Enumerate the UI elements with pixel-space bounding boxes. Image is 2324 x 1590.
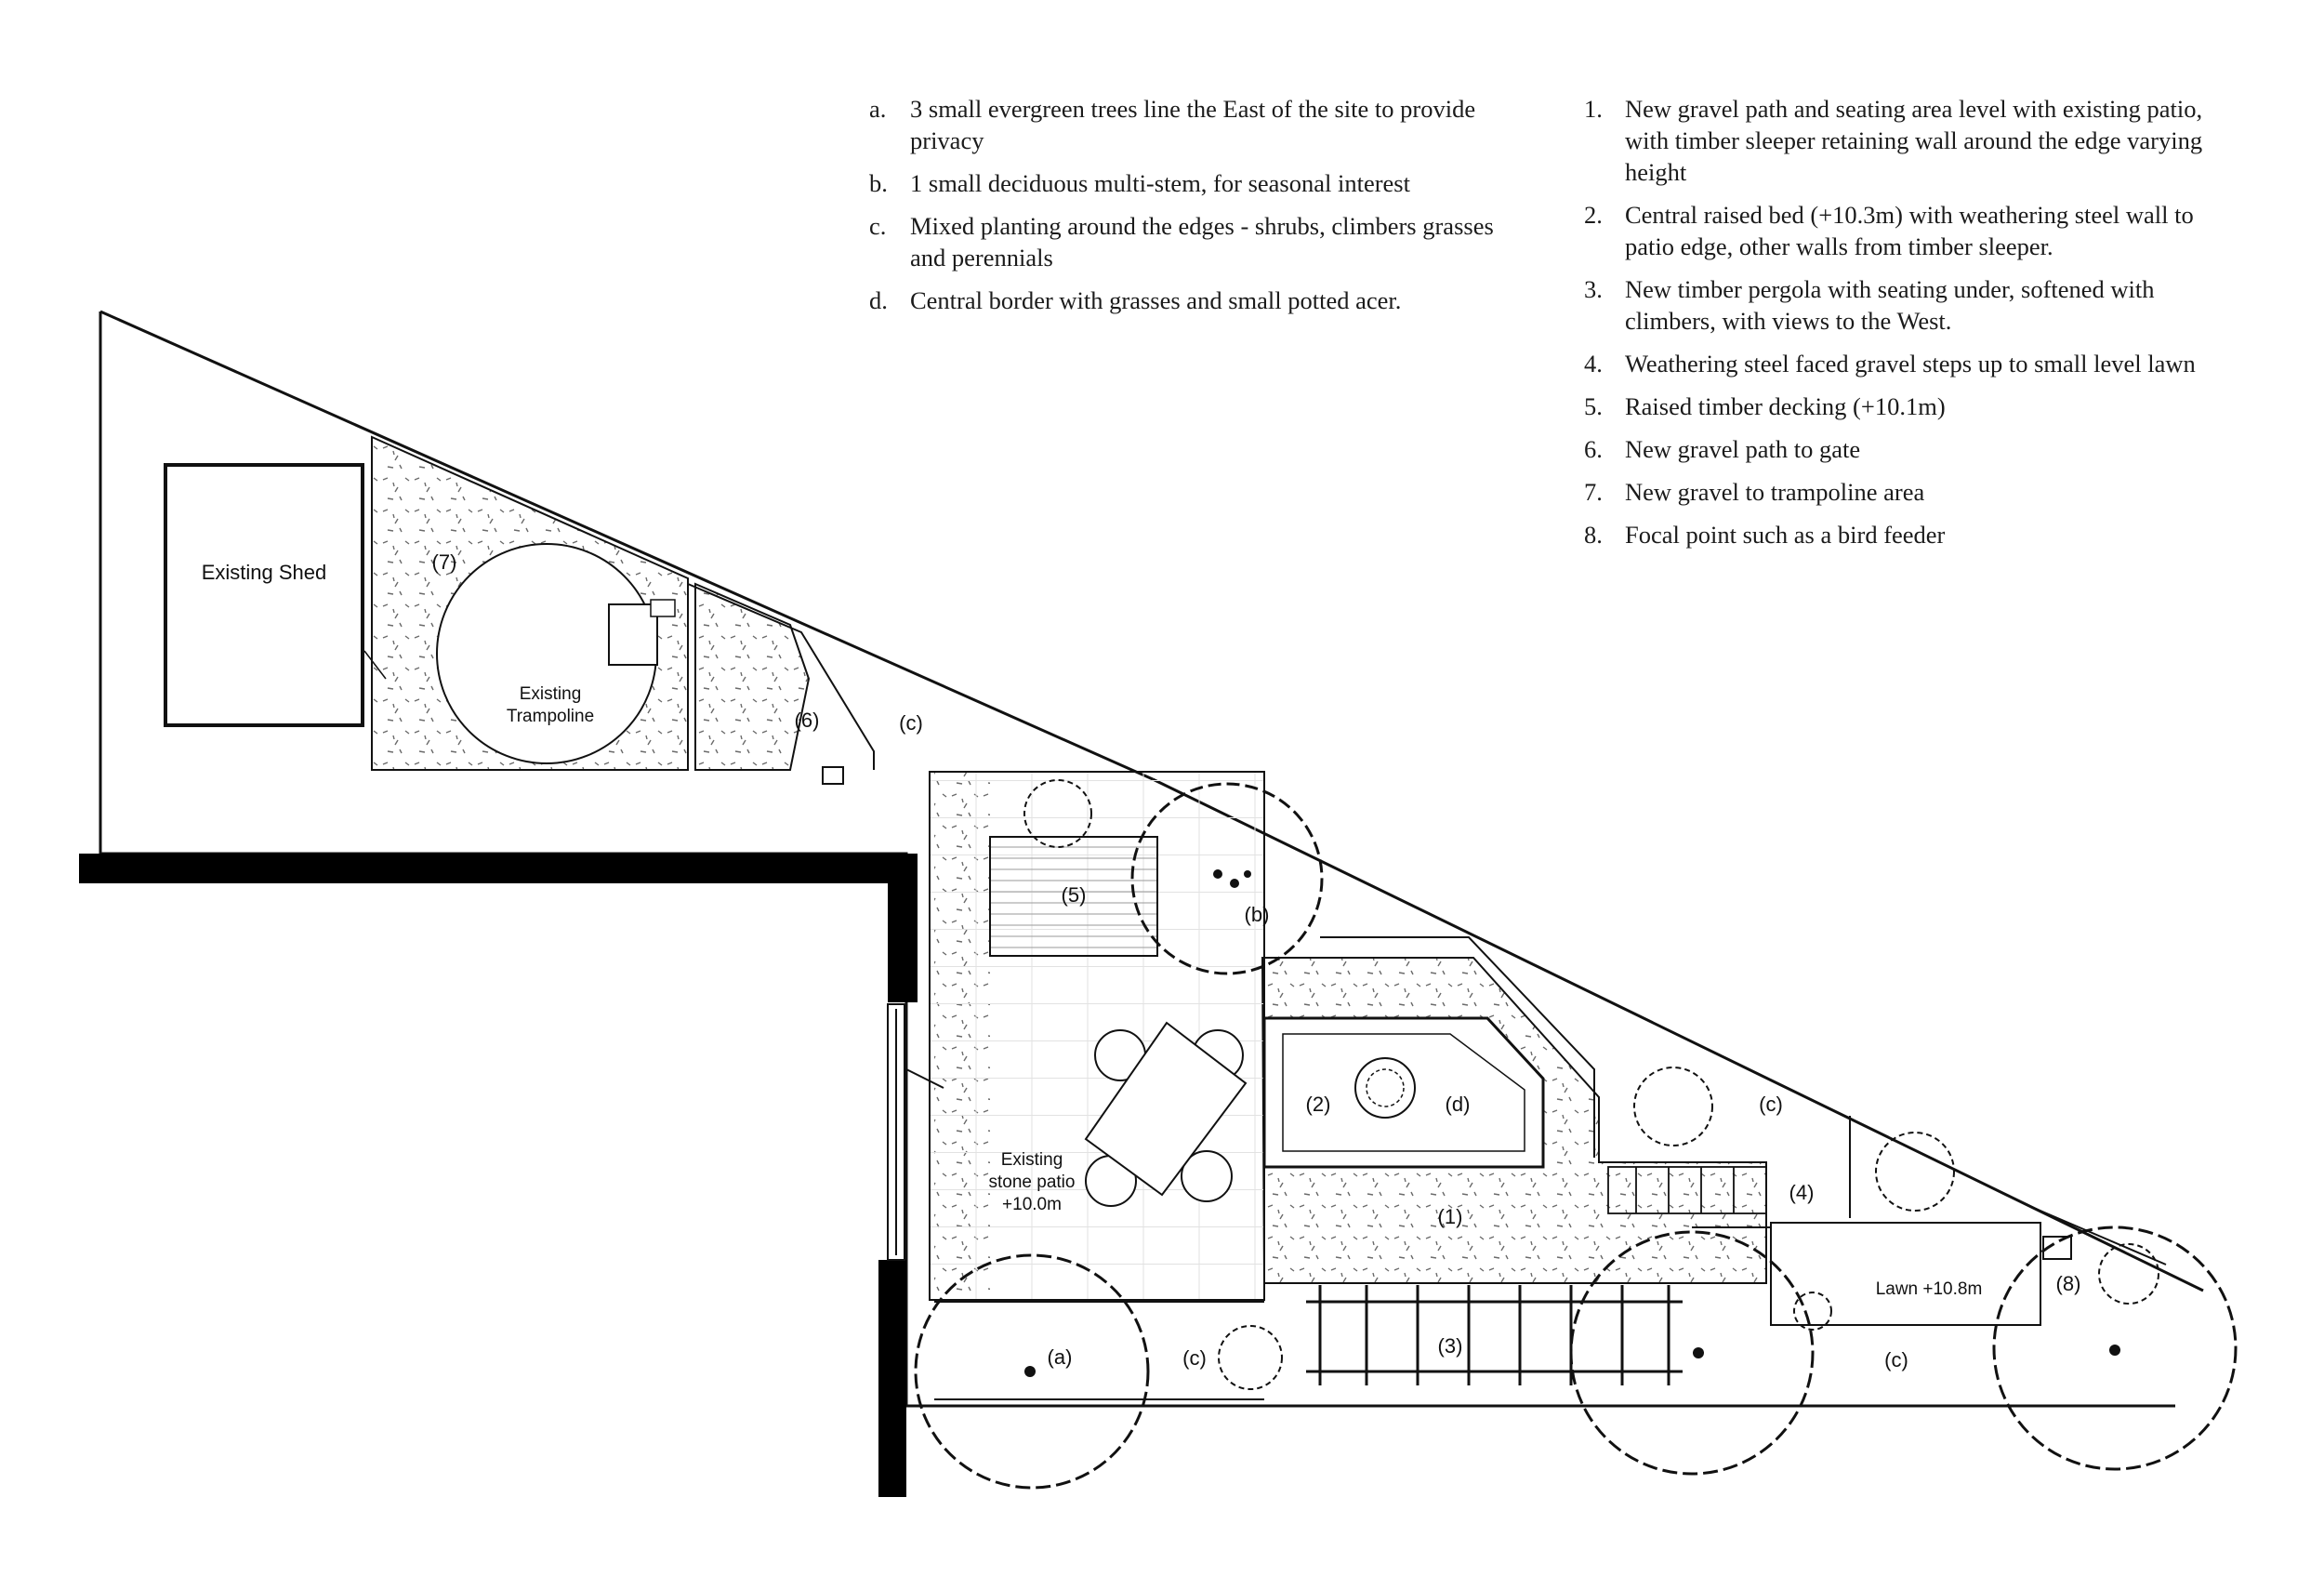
legend-item-8: 8. Focal point such as a bird feeder	[1584, 519, 2225, 550]
tree-trunk-marker	[1024, 1366, 1036, 1377]
legend-marker: c.	[869, 212, 887, 240]
legend-item-1: 1. New gravel path and seating area level…	[1584, 93, 2225, 188]
tag-8: (8)	[2056, 1272, 2081, 1295]
tag-1: (1)	[1438, 1205, 1463, 1228]
legend-marker: 8.	[1584, 521, 1603, 549]
trampoline-label-1: Existing	[520, 684, 582, 704]
legend-item-5: 5. Raised timber decking (+10.1m)	[1584, 391, 2225, 422]
tag-2: (2)	[1306, 1093, 1331, 1116]
shrub	[1023, 779, 2159, 1390]
trampoline-label-2: Trampoline	[507, 707, 594, 726]
legend-item-c: c. Mixed planting around the edges - shru…	[869, 210, 1520, 273]
tree-trunk-marker	[1693, 1347, 1704, 1358]
legend-text: New gravel path and seating area level w…	[1625, 95, 2203, 186]
existing-shed	[164, 463, 387, 727]
planting-border-edge	[687, 583, 2167, 1400]
legend-numbers: 1. New gravel path and seating area level…	[1584, 93, 2225, 562]
gravel-path-to-gate	[694, 582, 811, 771]
legend-text: Weathering steel faced gravel steps up t…	[1625, 350, 2196, 378]
legend-text: 3 small evergreen trees line the East of…	[910, 95, 1476, 154]
legend-marker: 6.	[1584, 435, 1603, 463]
bird-feeder	[2042, 1236, 2072, 1260]
multistem-tree-b-stems	[1213, 869, 1251, 888]
legend-marker: 2.	[1584, 201, 1603, 229]
lawn-label: Lawn +10.8m	[1876, 1279, 1983, 1299]
tag-7: (7)	[432, 550, 457, 574]
evergreen-tree-a-3	[1992, 1226, 2238, 1471]
tag-c-patio: (c)	[1182, 1346, 1207, 1370]
tag-b: (b)	[1245, 903, 1270, 926]
gate	[822, 766, 844, 785]
legend-item-b: b. 1 small deciduous multi-stem, for seas…	[869, 167, 1520, 199]
legend-text: Mixed planting around the edges - shrubs…	[910, 212, 1494, 272]
house-glazing	[887, 1003, 944, 1261]
patio-label-2: stone patio	[989, 1173, 1076, 1192]
legend-item-d: d. Central border with grasses and small …	[869, 285, 1520, 316]
legend-text: Focal point such as a bird feeder	[1625, 521, 1946, 549]
legend-item-4: 4. Weathering steel faced gravel steps up…	[1584, 348, 2225, 379]
sleeper-retaining-wall	[1320, 936, 1595, 1158]
raised-timber-decking	[989, 836, 1158, 957]
tag-c-lawn: (c)	[1884, 1348, 1908, 1371]
legend-marker: 7.	[1584, 478, 1603, 506]
evergreen-tree-a-1	[914, 1253, 1150, 1490]
legend-marker: d.	[869, 286, 888, 314]
tag-d: (d)	[1446, 1093, 1471, 1116]
legend-text: 1 small deciduous multi-stem, for season…	[910, 169, 1410, 197]
legend-item-6: 6. New gravel path to gate	[1584, 433, 2225, 465]
multistem-tree-b	[1130, 782, 1324, 975]
legend-marker: 4.	[1584, 350, 1603, 378]
tag-a: (a)	[1048, 1345, 1073, 1369]
tag-c-top: (c)	[899, 711, 923, 735]
timber-pergola	[1306, 1285, 1683, 1385]
legend-marker: a.	[869, 95, 887, 123]
legend-text: New gravel to trampoline area	[1625, 478, 1925, 506]
shed-label: Existing Shed	[202, 561, 327, 584]
legend-item-3: 3. New timber pergola with seating under,…	[1584, 273, 2225, 337]
gravel-steps	[1607, 1166, 1767, 1214]
patio-label-1: Existing	[1001, 1150, 1063, 1170]
legend-marker: 3.	[1584, 275, 1603, 303]
legend-item-a: a. 3 small evergreen trees line the East …	[869, 93, 1520, 156]
tag-3: (3)	[1438, 1334, 1463, 1358]
legend-marker: b.	[869, 169, 888, 197]
tag-5: (5)	[1062, 883, 1087, 907]
legend-marker: 1.	[1584, 95, 1603, 123]
legend-text: Raised timber decking (+10.1m)	[1625, 392, 1946, 420]
legend-text: Central raised bed (+10.3m) with weather…	[1625, 201, 2194, 260]
legend-item-7: 7. New gravel to trampoline area	[1584, 476, 2225, 508]
tag-4: (4)	[1789, 1181, 1815, 1204]
tag-c-east: (c)	[1759, 1093, 1783, 1116]
central-raised-bed	[1262, 1016, 1545, 1169]
lawn	[1770, 1222, 2041, 1326]
existing-trampoline	[436, 543, 676, 764]
legend-text: Central border with grasses and small po…	[910, 286, 1402, 314]
legend-text: New gravel path to gate	[1625, 435, 1861, 463]
legend-marker: 5.	[1584, 392, 1603, 420]
house-wall	[79, 854, 918, 1497]
legend-item-2: 2. Central raised bed (+10.3m) with weath…	[1584, 199, 2225, 262]
dining-table	[1084, 1021, 1248, 1207]
tag-6: (6)	[795, 709, 820, 732]
patio-label-3: +10.0m	[1002, 1195, 1062, 1214]
evergreen-tree-a-2	[1569, 1230, 1815, 1476]
tree-trunk-marker	[2109, 1345, 2120, 1356]
legend-text: New timber pergola with seating under, s…	[1625, 275, 2155, 335]
legend-letters: a. 3 small evergreen trees line the East …	[869, 93, 1520, 327]
